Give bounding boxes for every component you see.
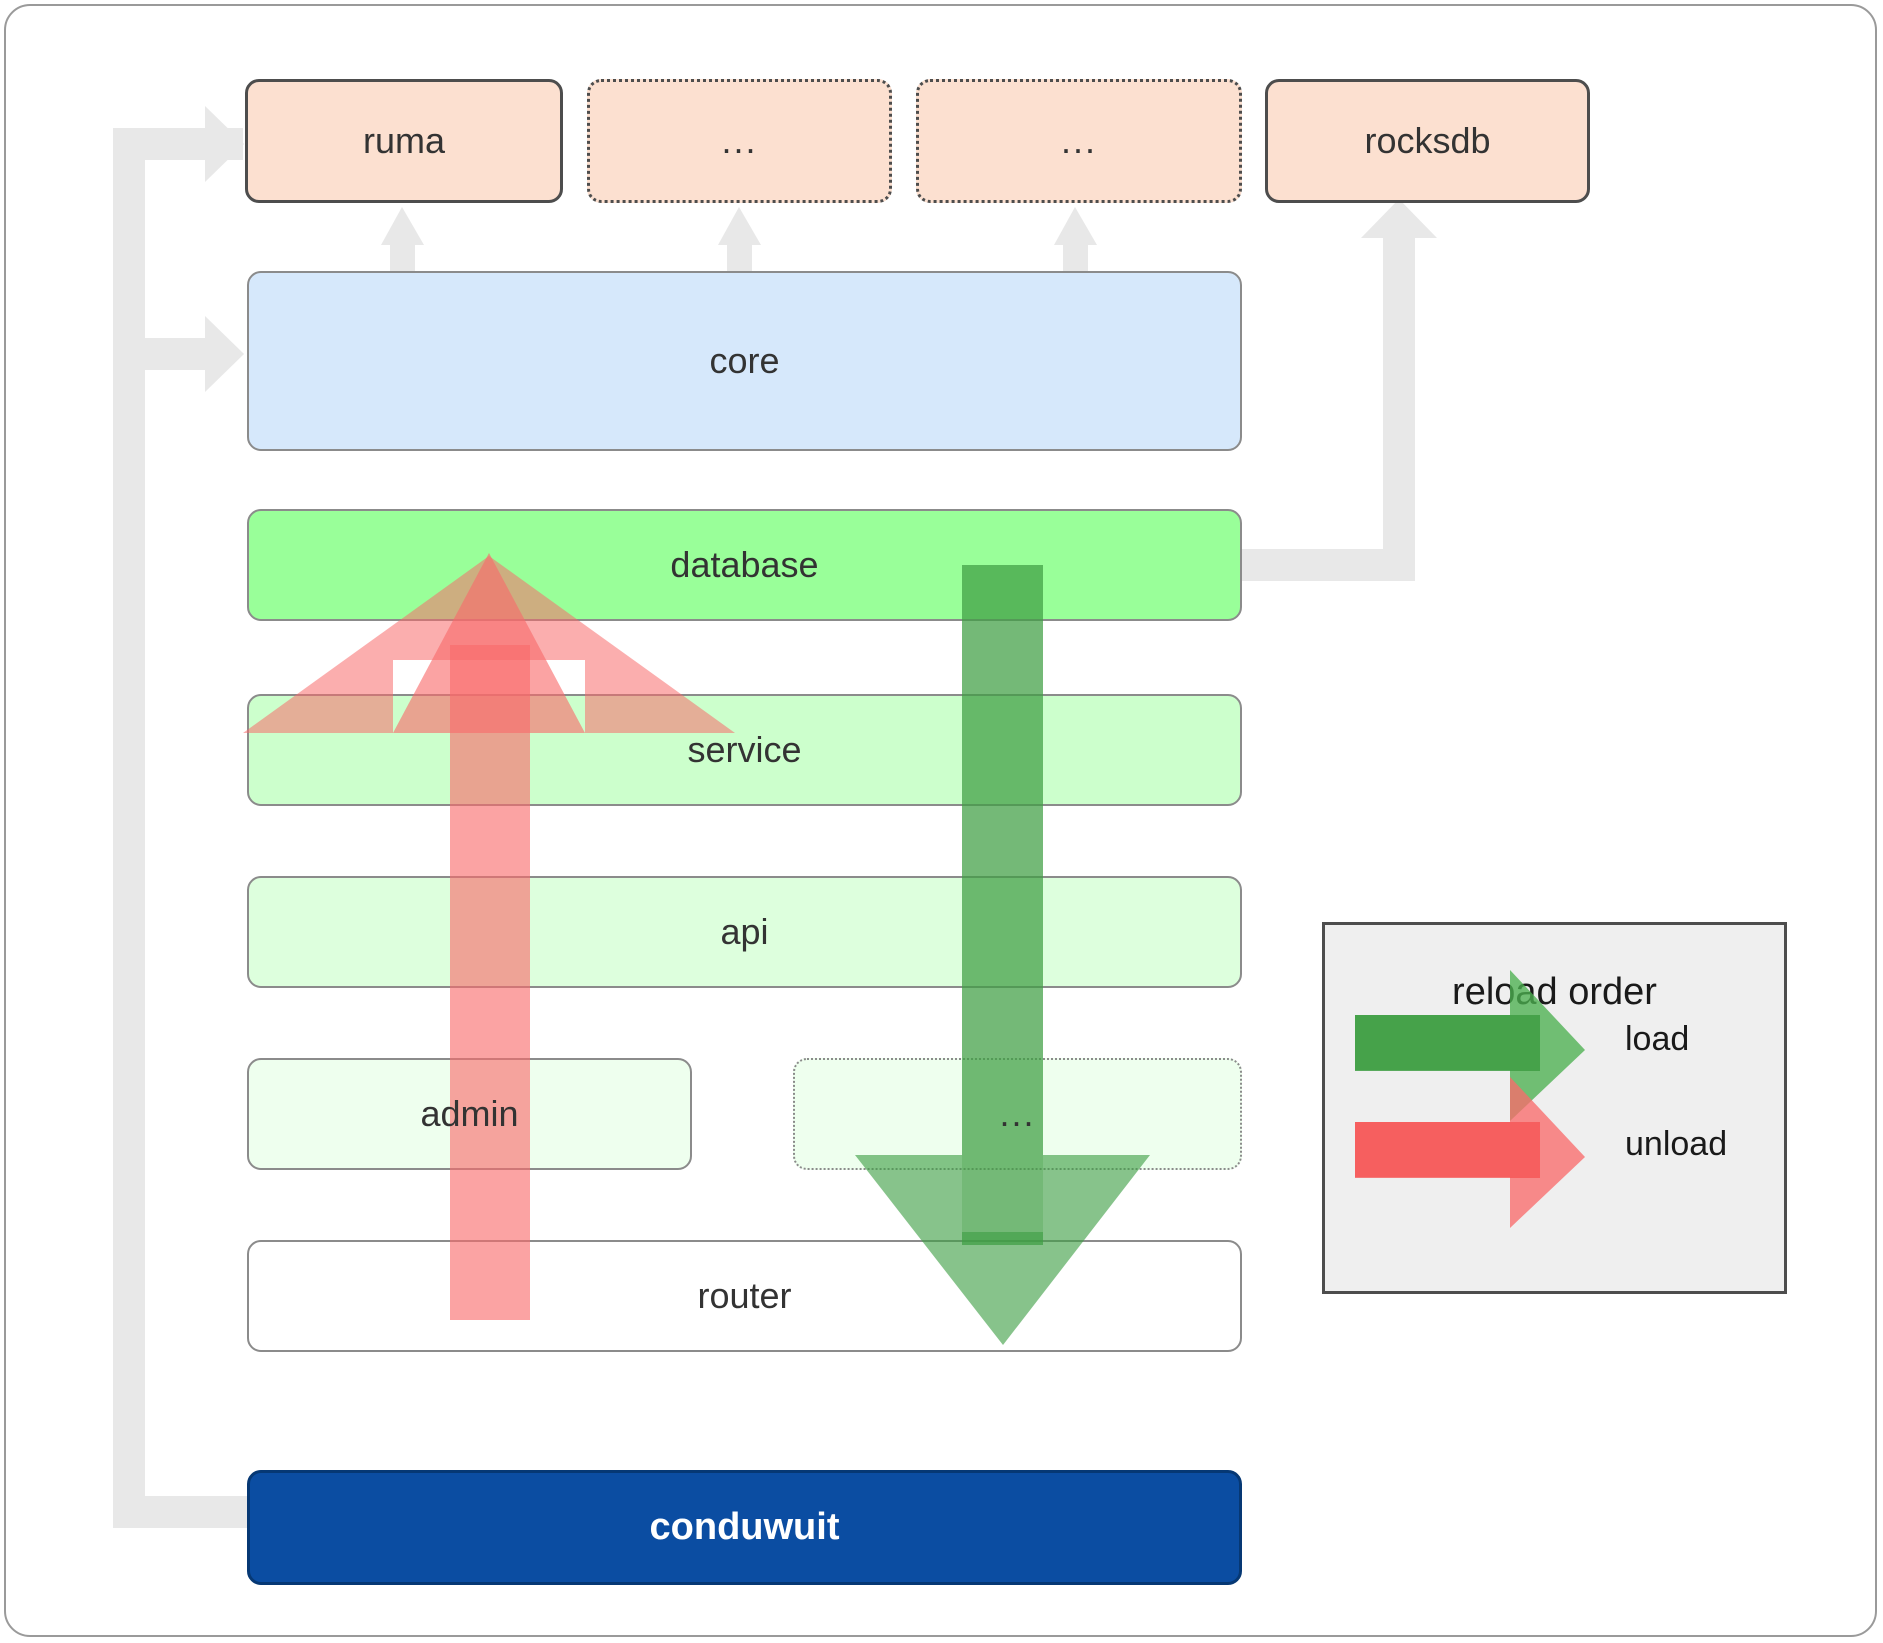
legend-box: reload order load unload xyxy=(1322,922,1787,1294)
core-label: core xyxy=(709,340,780,381)
dependency-label: ruma xyxy=(362,120,446,161)
dependency-label: ... xyxy=(1060,120,1097,161)
lane-admin[interactable]: admin xyxy=(247,1058,692,1170)
lane-service[interactable]: service xyxy=(247,694,1242,806)
root-box-conduwuit[interactable]: conduwuit xyxy=(247,1470,1242,1585)
dependency-box-rocksdb[interactable]: rocksdb xyxy=(1265,79,1590,203)
dependency-box-placeholder-2[interactable]: ... xyxy=(916,79,1242,203)
legend-label-unload: unload xyxy=(1625,1125,1728,1163)
lane-database[interactable]: database xyxy=(247,509,1242,621)
lane-router[interactable]: router xyxy=(247,1240,1242,1352)
lane-placeholder[interactable]: ... xyxy=(793,1058,1242,1170)
legend-unload-arrow xyxy=(1355,1077,1585,1228)
lane-label: ... xyxy=(999,1093,1036,1134)
lane-label: router xyxy=(697,1275,792,1316)
dependency-label: rocksdb xyxy=(1364,120,1491,161)
lane-api[interactable]: api xyxy=(247,876,1242,988)
diagram-frame xyxy=(4,4,1877,1637)
lane-label: admin xyxy=(420,1093,519,1134)
legend-title: reload order xyxy=(1452,971,1657,1013)
legend-arrows xyxy=(1355,970,1585,1228)
dependency-box-ruma[interactable]: ruma xyxy=(245,79,563,203)
lane-label: database xyxy=(670,544,819,585)
legend-label-load: load xyxy=(1625,1020,1690,1058)
lane-label: api xyxy=(720,911,769,952)
core-box[interactable]: core xyxy=(247,271,1242,451)
dependency-label: ... xyxy=(721,120,758,161)
legend-load-arrow xyxy=(1355,970,1585,1121)
lane-label: service xyxy=(687,729,802,770)
root-label: conduwuit xyxy=(649,1506,840,1548)
dependency-box-placeholder-1[interactable]: ... xyxy=(587,79,892,203)
